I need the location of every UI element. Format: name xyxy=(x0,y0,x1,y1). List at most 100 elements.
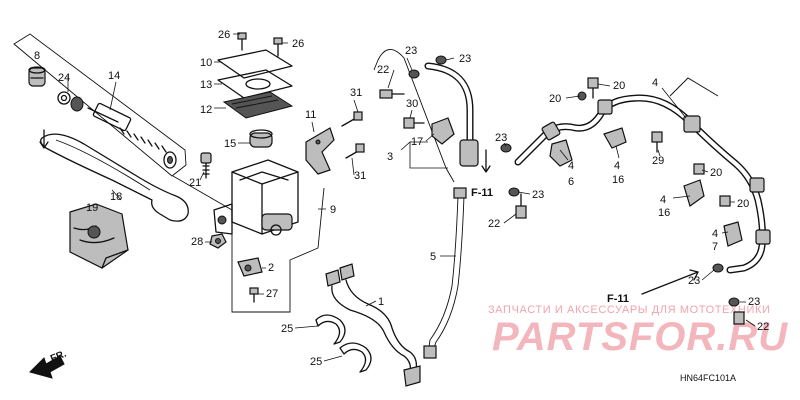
part-6-clip xyxy=(549,139,573,167)
part-10-cap-plate xyxy=(217,49,293,79)
label-5: 5 xyxy=(430,251,436,263)
label-27: 27 xyxy=(266,288,278,300)
label-14: 14 xyxy=(108,70,120,82)
part-13-diaphragm-plate xyxy=(217,69,293,99)
part-9-reservoir-body xyxy=(213,159,299,236)
piston-spring xyxy=(87,102,177,169)
label-7: 7 xyxy=(712,241,718,253)
part-15-float xyxy=(249,129,273,148)
part-23-washers-upper xyxy=(408,55,447,79)
label-10: 10 xyxy=(200,57,212,69)
master-cylinder-group: 26 26 10 13 12 15 11 31 31 9 2 27 xyxy=(172,29,366,313)
centre-hose-group: 23 23 22 30 17 3 5 F-11 23 23 22 xyxy=(39,45,544,359)
label-31b: 31 xyxy=(354,170,366,182)
arrow-f11-bottom xyxy=(641,271,699,295)
label-23e: 23 xyxy=(688,275,700,287)
part-23-washer-d xyxy=(728,297,740,307)
label-18: 18 xyxy=(110,191,122,203)
direction-indicator: FR. xyxy=(29,348,68,379)
part-19-lever-cover xyxy=(69,203,129,269)
label-4b: 4 xyxy=(652,77,658,89)
part-27-screw xyxy=(249,287,259,303)
label-9: 9 xyxy=(330,204,336,216)
part-22-bolt-lower xyxy=(515,193,527,219)
label-22a: 22 xyxy=(377,64,389,76)
part-7-clip xyxy=(723,221,743,247)
watermark-caption: ЗАПЧАСТИ И АКСЕССУАРЫ ДЛЯ МОТОТЕХНИКИ xyxy=(488,304,770,316)
right-pipe-group: 4 6 20 20 4 4 16 29 20 4 16 20 4 7 23 23… xyxy=(514,77,771,333)
label-16a: 16 xyxy=(612,174,624,186)
part-22-bolt-right xyxy=(733,311,745,325)
label-4e: 4 xyxy=(712,228,718,240)
part-24-washer xyxy=(57,91,84,112)
part-30-bolt xyxy=(403,117,425,129)
part-23-washer-a xyxy=(500,143,512,153)
lever-kit-outline xyxy=(13,33,187,177)
lever-assembly-group: 8 24 14 18 19 21 28 xyxy=(13,33,227,269)
label-19: 19 xyxy=(86,202,98,214)
label-31a: 31 xyxy=(350,87,362,99)
label-4c: 4 xyxy=(614,160,620,172)
part-28-nut xyxy=(209,233,227,249)
ref-f11-top: F-11 xyxy=(471,187,493,199)
part-31-bolts xyxy=(341,111,365,159)
label-21: 21 xyxy=(189,177,201,189)
label-23b: 23 xyxy=(459,53,471,65)
part-25-clamps xyxy=(315,314,372,373)
part-29-bolt xyxy=(651,131,663,153)
label-29: 29 xyxy=(652,155,664,167)
part-5-lower-hose xyxy=(427,195,459,355)
label-15: 15 xyxy=(224,138,236,150)
label-25b: 25 xyxy=(310,356,322,368)
part-2-brake-switch xyxy=(237,257,263,277)
part-23-washer-c xyxy=(712,263,724,273)
part-17-hose-clamp xyxy=(431,117,455,145)
label-22c: 22 xyxy=(757,321,769,333)
hose-region-outline xyxy=(373,49,455,183)
label-4d: 4 xyxy=(660,194,666,206)
arrow-left-down xyxy=(39,129,49,149)
label-30: 30 xyxy=(406,98,418,110)
front-arrow-icon xyxy=(29,355,65,379)
ref-f11-bottom: F-11 xyxy=(607,293,629,305)
label-23f: 23 xyxy=(748,296,760,308)
label-25a: 25 xyxy=(281,323,293,335)
label-2: 2 xyxy=(268,262,274,274)
label-26a: 26 xyxy=(218,29,230,41)
arrow-f11-top xyxy=(481,149,491,173)
label-3: 3 xyxy=(387,151,393,163)
part-8-boot-cap xyxy=(28,66,46,87)
label-1: 1 xyxy=(378,296,384,308)
label-20c: 20 xyxy=(710,167,722,179)
part-16-clip-b xyxy=(683,179,705,207)
pipe-region-outline xyxy=(669,77,719,97)
part-22-bolt-upper xyxy=(379,89,405,99)
label-26b: 26 xyxy=(292,38,304,50)
label-16b: 16 xyxy=(658,207,670,219)
switch-harness-group: 1 25 25 xyxy=(281,263,421,387)
label-24: 24 xyxy=(58,72,70,84)
label-23a: 23 xyxy=(405,45,417,57)
label-6: 6 xyxy=(568,176,574,188)
label-20d: 20 xyxy=(737,198,749,210)
label-20a: 20 xyxy=(549,93,561,105)
label-13: 13 xyxy=(200,79,212,91)
part-26-screws xyxy=(237,32,283,57)
direction-label: FR. xyxy=(49,348,68,364)
part-12-diaphragm xyxy=(222,91,294,119)
label-8: 8 xyxy=(34,50,40,62)
label-4a: 4 xyxy=(568,160,574,172)
label-12: 12 xyxy=(200,104,212,116)
part-16-clip-a xyxy=(603,127,627,149)
part-21-pivot-bolt xyxy=(200,152,212,179)
label-11: 11 xyxy=(305,109,316,121)
part-23-washer-b xyxy=(508,187,520,197)
part-20-bolts xyxy=(577,77,731,207)
diagram-code: HN64FC101A xyxy=(680,373,736,383)
part-11-holder xyxy=(305,127,335,175)
part-18-brake-lever xyxy=(40,133,189,222)
label-20b: 20 xyxy=(613,80,625,92)
label-28: 28 xyxy=(191,236,203,248)
